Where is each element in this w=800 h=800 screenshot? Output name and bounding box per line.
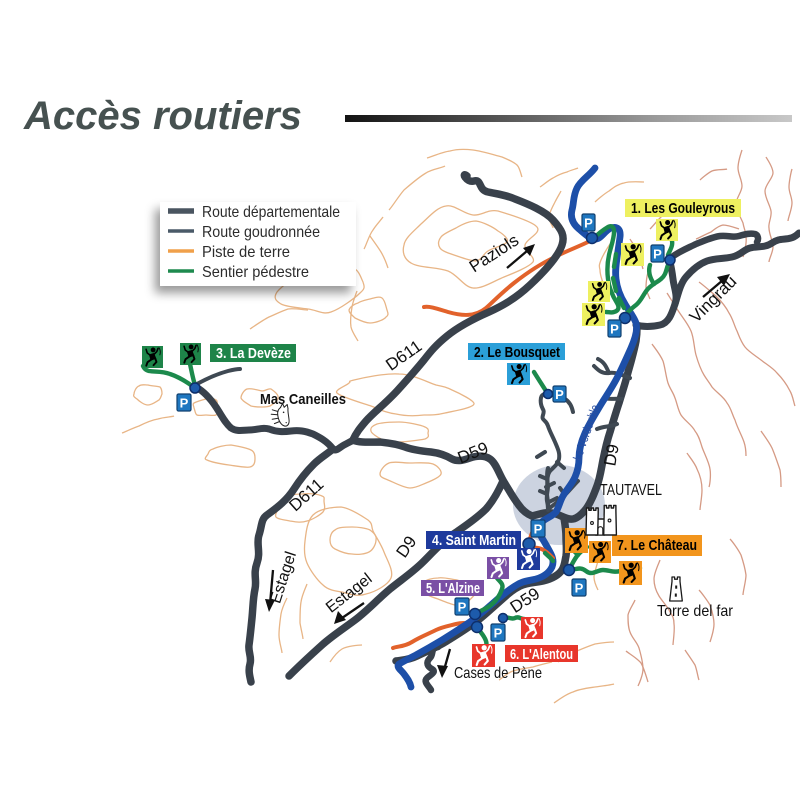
- svg-text:D9: D9: [392, 532, 420, 561]
- svg-text:6. L'Alentou: 6. L'Alentou: [510, 646, 573, 663]
- svg-text:7. Le Château: 7. Le Château: [617, 537, 697, 554]
- svg-text:P: P: [458, 600, 467, 615]
- svg-text:Route goudronnée: Route goudronnée: [202, 224, 320, 241]
- svg-text:Mas Caneilles: Mas Caneilles: [260, 391, 346, 408]
- svg-text:P: P: [555, 387, 564, 402]
- svg-text:D9: D9: [600, 443, 622, 468]
- svg-text:Sentier pédestre: Sentier pédestre: [202, 264, 309, 281]
- svg-text:D59: D59: [455, 438, 491, 467]
- svg-text:2. Le Bousquet: 2. Le Bousquet: [474, 344, 560, 361]
- svg-text:P: P: [575, 581, 584, 596]
- svg-text:Torre del far: Torre del far: [657, 603, 734, 620]
- svg-text:5. L'Alzine: 5. L'Alzine: [426, 580, 480, 597]
- svg-text:Cases de Pène: Cases de Pène: [454, 665, 542, 682]
- svg-text:4. Saint Martin: 4. Saint Martin: [432, 532, 516, 549]
- svg-text:TAUTAVEL: TAUTAVEL: [600, 482, 662, 499]
- svg-text:P: P: [653, 247, 662, 262]
- svg-text:P: P: [584, 216, 593, 231]
- svg-text:Route départementale: Route départementale: [202, 204, 340, 221]
- svg-text:1. Les Gouleyrous: 1. Les Gouleyrous: [631, 200, 735, 217]
- svg-text:P: P: [534, 522, 543, 537]
- svg-text:P: P: [494, 626, 503, 641]
- svg-text:Paziols: Paziols: [466, 230, 522, 276]
- svg-text:P: P: [610, 322, 619, 337]
- svg-text:3. La Devèze: 3. La Devèze: [216, 345, 291, 362]
- svg-text:Accès routiers: Accès routiers: [23, 94, 302, 138]
- svg-text:P: P: [180, 396, 189, 411]
- svg-text:Piste de terre: Piste de terre: [202, 244, 290, 261]
